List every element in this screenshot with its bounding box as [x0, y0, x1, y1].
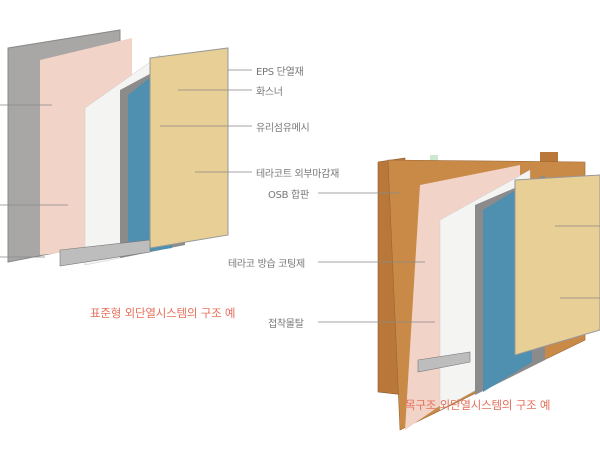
label-osb-plywood: OSB 합판	[268, 190, 309, 201]
starter-track	[59, 239, 151, 267]
label-glass-fiber-mesh: 유리섬유메시	[256, 123, 310, 134]
label-moisture-coating: 테라코 방습 코팅제	[228, 259, 305, 270]
wood-wall-illustration	[318, 152, 600, 431]
caption-standard-system: 표준형 외단열시스템의 구조 예	[90, 306, 236, 320]
label-finish: 테라코트 외부마감재	[256, 169, 339, 180]
label-adhesive-mortar: 접착몰탈	[268, 319, 304, 330]
standard-wall-illustration	[0, 29, 252, 267]
caption-wood-system: 목구조 외단열시스템의 구조 예	[405, 398, 551, 412]
finish-layer	[514, 174, 600, 356]
starter-track	[417, 351, 471, 373]
label-eps-insulation: EPS 단열재	[256, 67, 304, 78]
finish-layer	[149, 47, 229, 249]
label-fastener: 화스너	[256, 87, 283, 98]
